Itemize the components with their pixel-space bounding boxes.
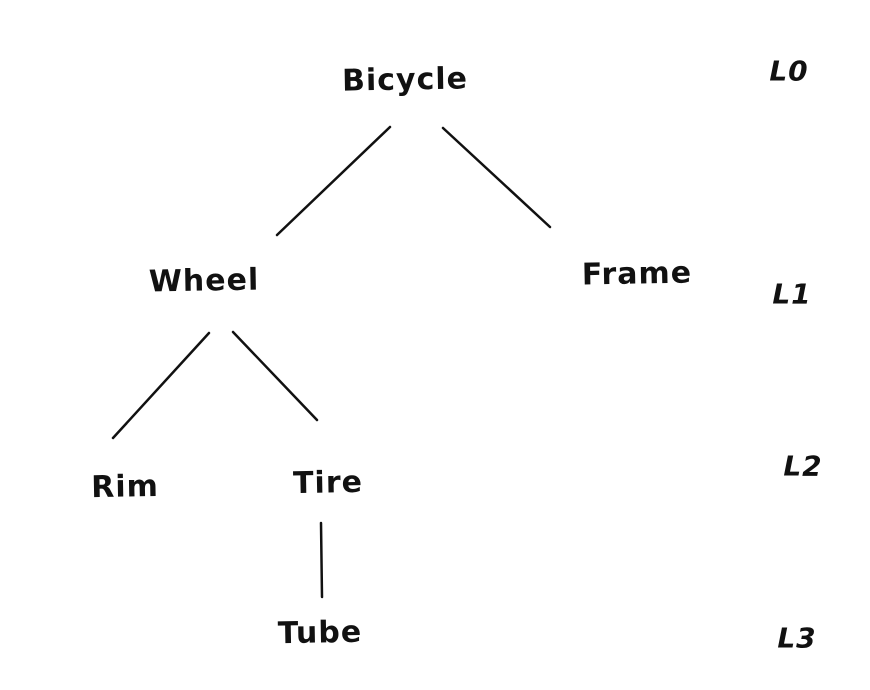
edge-tire-tube [319,521,324,599]
node-rim: Rim [90,468,160,506]
level-label-l2: L2 [783,449,823,483]
node-frame: Frame [581,255,693,293]
level-label-l3: L3 [777,621,817,655]
level-label-l1: L1 [772,277,812,311]
node-tube: Tube [277,614,363,652]
edge-wheel-rim [111,331,211,440]
edge-bicycle-frame [441,126,552,229]
level-label-l0: L0 [769,54,809,88]
edge-bicycle-wheel [275,125,392,237]
node-wheel: Wheel [148,262,260,300]
node-bicycle: Bicycle [341,61,469,99]
edge-wheel-tire [231,330,319,422]
node-tire: Tire [292,464,364,502]
